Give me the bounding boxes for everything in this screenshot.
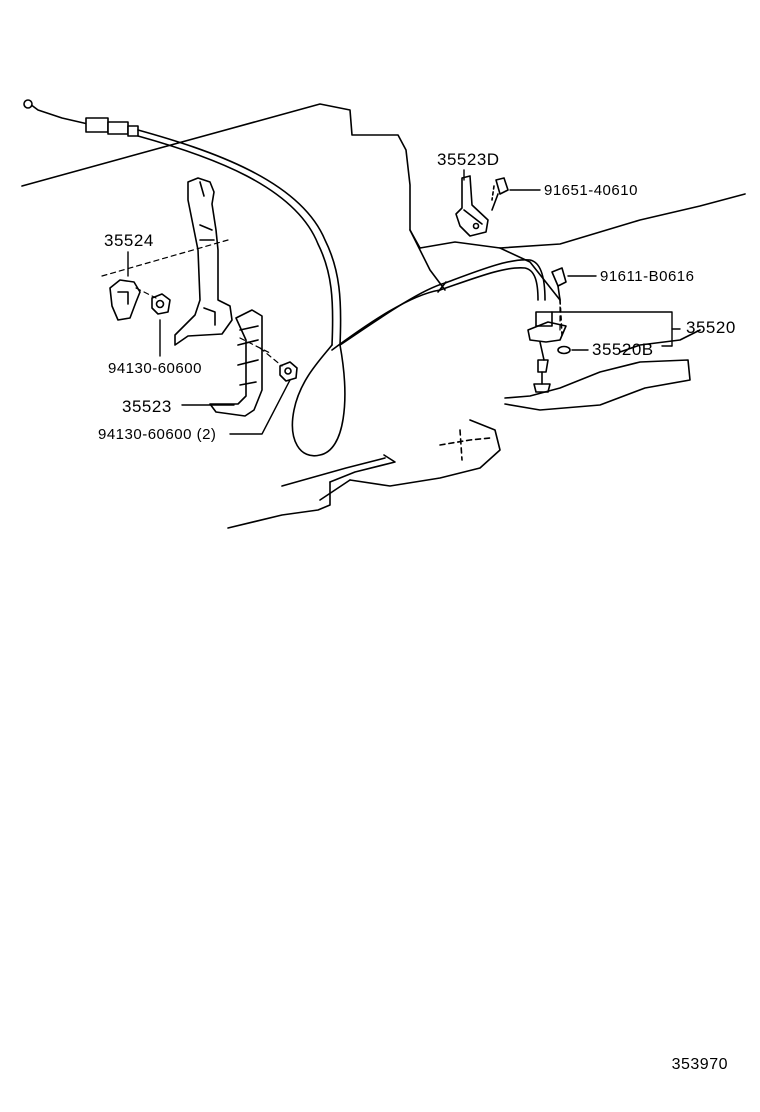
part-label-91611-b0616: 91611-B0616	[600, 268, 695, 285]
bolt-91651-40610	[491, 177, 509, 211]
part-label-35520b: 35520B	[592, 340, 654, 359]
dashed-leaders	[101, 239, 561, 367]
part-label-35524: 35524	[104, 231, 154, 250]
figure-number: 353970	[671, 1056, 728, 1073]
part-label-91651-40610: 91651-40610	[544, 182, 638, 199]
transmission-housing	[21, 103, 746, 529]
bracket-35523-long	[174, 177, 233, 346]
part-label-35523d: 35523D	[437, 150, 500, 169]
callout-lines	[127, 169, 681, 435]
bracket-35523d	[455, 175, 489, 237]
part-label-94130-60600: 94130-60600	[108, 360, 202, 377]
bracket-35523-short	[209, 309, 263, 417]
nut-94130-60600-2	[279, 361, 298, 382]
control-cable	[23, 99, 546, 457]
clip-35524	[109, 279, 171, 321]
part-label-94130-60600-qty2: 94130-60600 (2)	[98, 426, 217, 443]
part-label-35523: 35523	[122, 397, 172, 416]
part-label-35520: 35520	[686, 318, 736, 337]
